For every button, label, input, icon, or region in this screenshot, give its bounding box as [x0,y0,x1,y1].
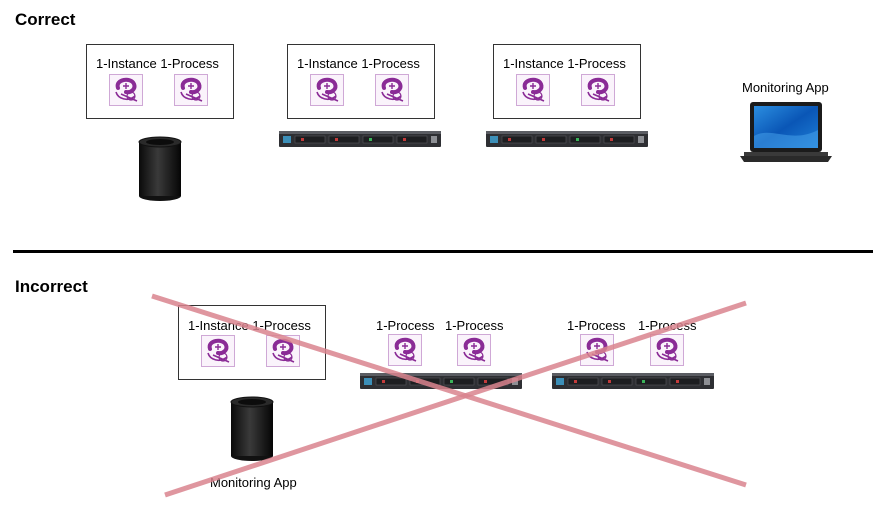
incorrect-instance-box: 1-Instance 1-Process [178,305,326,380]
instance-box-label: 1-Instance 1-Process [503,56,626,71]
correct-instance-box-2: 1-Instance 1-Process [287,44,435,119]
correct-instance-box-3: 1-Instance 1-Process [493,44,641,119]
cross-stroke-1 [151,293,747,488]
instance-box-label: 1-Instance 1-Process [297,56,420,71]
incorrect-section-title: Incorrect [15,277,88,296]
cross-stroke-2 [164,300,747,498]
instance-box-label: 1-Instance 1-Process [96,56,219,71]
correct-instance-box-1: 1-Instance 1-Process [86,44,234,119]
process-label: 1-Process [567,318,626,333]
correct-monitoring-label: Monitoring App [742,80,829,95]
process-label: 1-Process [376,318,435,333]
incorrect-monitoring-label: Monitoring App [210,475,297,490]
section-divider [13,250,873,253]
correct-section-title: Correct [15,10,76,29]
process-label: 1-Process [445,318,504,333]
